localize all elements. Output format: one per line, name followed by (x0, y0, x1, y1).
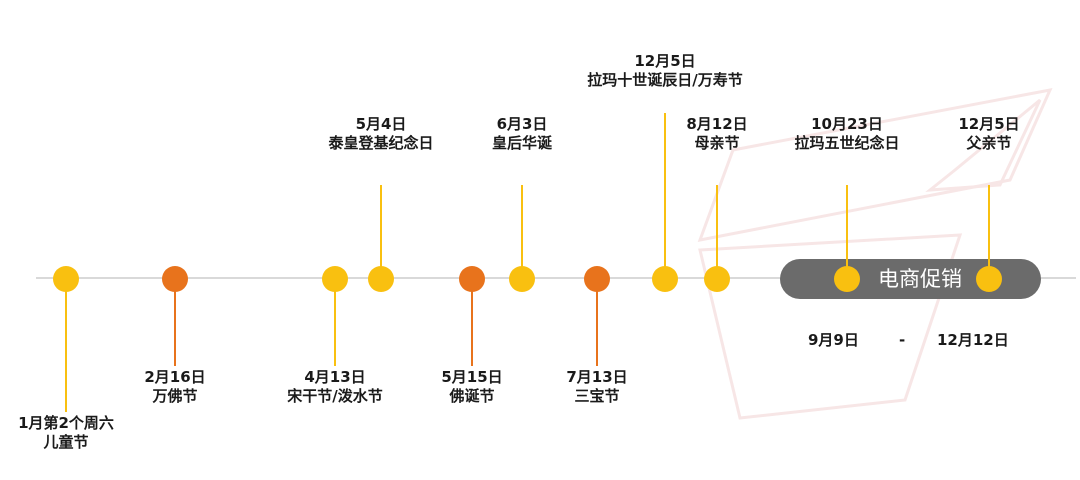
event-label-coronation-day: 5月4日泰皇登基纪念日 (271, 115, 491, 153)
event-connector (471, 279, 473, 366)
event-connector (988, 185, 990, 279)
event-marker-buddha-day (162, 266, 188, 292)
event-name: 宋干节/泼水节 (287, 387, 383, 405)
event-name: 拉玛五世纪念日 (794, 134, 900, 152)
event-name: 万佛节 (152, 387, 198, 405)
event-connector (716, 185, 718, 279)
event-connector (380, 185, 382, 279)
event-date: 12月5日 (634, 52, 696, 70)
event-date: 8月12日 (686, 115, 748, 133)
event-connector (596, 279, 598, 366)
promo-end-date: 12月12日 (937, 331, 1009, 349)
promo-start-date: 9月9日 (808, 331, 859, 349)
event-connector (334, 279, 336, 366)
event-marker-songkran (322, 266, 348, 292)
event-name: 儿童节 (43, 433, 89, 451)
event-date: 5月4日 (355, 115, 407, 133)
event-marker-queen-birthday (509, 266, 535, 292)
event-name: 皇后华诞 (491, 134, 552, 152)
event-marker-rama-x-birthday (652, 266, 678, 292)
event-date: 6月3日 (496, 115, 548, 133)
event-connector (65, 279, 67, 412)
event-marker-fathers-day (976, 266, 1002, 292)
event-connector (846, 185, 848, 279)
event-date: 4月13日 (304, 368, 366, 386)
event-label-asanha-bucha: 7月13日三宝节 (487, 368, 707, 406)
event-name: 三宝节 (574, 387, 620, 405)
event-date: 5月15日 (441, 368, 503, 386)
event-label-mothers-day: 8月12日母亲节 (607, 115, 827, 153)
event-marker-mothers-day (704, 266, 730, 292)
event-date: 10月23日 (811, 115, 883, 133)
event-label-songkran: 4月13日宋干节/泼水节 (225, 368, 445, 406)
event-connector (521, 185, 523, 279)
event-label-children-day: 1月第2个周六儿童节 (0, 414, 176, 452)
event-label-chulalongkorn-day: 10月23日拉玛五世纪念日 (737, 115, 957, 153)
event-name: 佛诞节 (449, 387, 495, 405)
event-date: 12月5日 (958, 115, 1020, 133)
event-connector (174, 279, 176, 366)
event-name: 母亲节 (694, 134, 740, 152)
promo-range-separator: - (899, 331, 906, 349)
event-marker-vesak (459, 266, 485, 292)
event-date: 7月13日 (566, 368, 628, 386)
event-label-vesak: 5月15日佛诞节 (362, 368, 582, 406)
event-marker-coronation-day (368, 266, 394, 292)
event-label-rama-x-birthday: 12月5日拉玛十世诞辰日/万寿节 (555, 52, 775, 90)
event-connector (664, 113, 666, 279)
event-label-fathers-day: 12月5日父亲节 (879, 115, 1080, 153)
event-label-buddha-day: 2月16日万佛节 (65, 368, 285, 406)
event-name: 父亲节 (966, 134, 1012, 152)
event-date: 1月第2个周六 (18, 414, 114, 432)
event-marker-chulalongkorn-day (834, 266, 860, 292)
event-marker-children-day (53, 266, 79, 292)
ecommerce-promo-label: 电商促销 (878, 267, 962, 291)
timeline-axis (36, 277, 1076, 279)
event-label-queen-birthday: 6月3日皇后华诞 (412, 115, 632, 153)
event-marker-asanha-bucha (584, 266, 610, 292)
event-name: 泰皇登基纪念日 (328, 134, 434, 152)
event-date: 2月16日 (144, 368, 206, 386)
event-name: 拉玛十世诞辰日/万寿节 (587, 71, 743, 89)
